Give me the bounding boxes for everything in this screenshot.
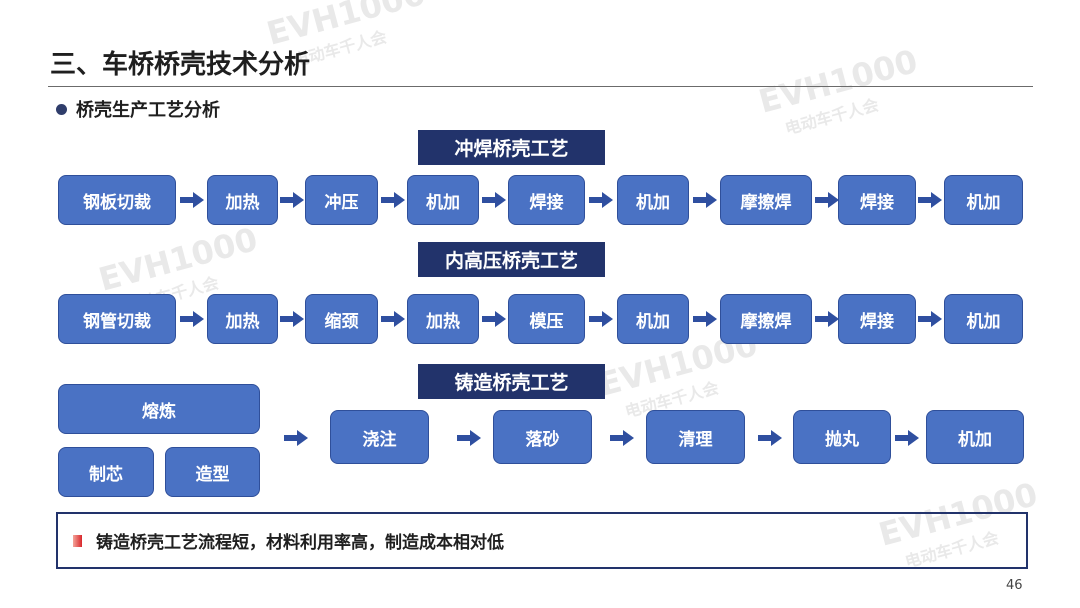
flow-step: 清理: [646, 410, 745, 464]
flow-step: 机加: [926, 410, 1024, 464]
flow-arrow-icon: [815, 311, 839, 327]
flow-step: 抛丸: [793, 410, 891, 464]
prep-step-smelting: 熔炼: [58, 384, 260, 434]
flow-arrow-icon: [381, 192, 405, 208]
process-header-casting: 铸造桥壳工艺: [418, 364, 605, 399]
flow-step: 机加: [407, 175, 479, 225]
title-divider: [48, 86, 1033, 87]
flow-step: 钢管切裁: [58, 294, 176, 344]
flow-step: 焊接: [838, 175, 916, 225]
flow-arrow-icon: [589, 192, 613, 208]
flow-arrow-icon: [589, 311, 613, 327]
flow-step: 冲压: [305, 175, 378, 225]
flow-step: 模压: [508, 294, 585, 344]
flow-arrow-icon: [280, 311, 304, 327]
flow-step: 摩擦焊: [720, 175, 812, 225]
flow-step: 机加: [617, 294, 689, 344]
prep-step-molding: 造型: [165, 447, 260, 497]
subtitle-text: 桥壳生产工艺分析: [76, 100, 220, 121]
conclusion-box: 铸造桥壳工艺流程短，材料利用率高，制造成本相对低: [56, 512, 1028, 569]
flow-arrow-icon: [457, 430, 481, 446]
flow-arrow-icon: [482, 311, 506, 327]
flow-arrow-icon: [815, 192, 839, 208]
flow-step: 焊接: [508, 175, 585, 225]
flow-step: 浇注: [330, 410, 429, 464]
flow-arrow-icon: [280, 192, 304, 208]
flow-step: 加热: [407, 294, 479, 344]
flow-step: 加热: [207, 175, 278, 225]
process-header-hydroforming: 内高压桥壳工艺: [418, 242, 605, 277]
flow-step: 机加: [944, 175, 1023, 225]
flow-arrow-icon: [180, 192, 204, 208]
flow-step: 摩擦焊: [720, 294, 812, 344]
flow-arrow-icon: [895, 430, 919, 446]
flow-arrow-icon: [381, 311, 405, 327]
flow-step: 落砂: [493, 410, 592, 464]
section-subtitle: 桥壳生产工艺分析: [56, 96, 220, 122]
flow-arrow-icon: [180, 311, 204, 327]
flow-arrow-icon: [918, 192, 942, 208]
flow-step: 机加: [617, 175, 689, 225]
flow-arrow-icon: [758, 430, 782, 446]
bullet-square-icon: [73, 534, 82, 547]
process-header-stamping: 冲焊桥壳工艺: [418, 130, 605, 165]
flow-step: 钢板切裁: [58, 175, 176, 225]
conclusion-text: 铸造桥壳工艺流程短，材料利用率高，制造成本相对低: [96, 533, 504, 553]
prep-step-core-making: 制芯: [58, 447, 154, 497]
bullet-dot-icon: [56, 103, 67, 115]
page-number: 46: [1006, 578, 1023, 593]
flow-step: 机加: [944, 294, 1023, 344]
flow-arrow-icon: [693, 192, 717, 208]
flow-arrow-icon: [610, 430, 634, 446]
flow-step: 焊接: [838, 294, 916, 344]
flow-arrow-icon: [482, 192, 506, 208]
flow-arrow-icon: [693, 311, 717, 327]
flow-step: 加热: [207, 294, 278, 344]
flow-step: 缩颈: [305, 294, 378, 344]
flow-arrow-icon: [284, 430, 308, 446]
page-title: 三、车桥桥壳技术分析: [50, 50, 311, 80]
flow-arrow-icon: [918, 311, 942, 327]
